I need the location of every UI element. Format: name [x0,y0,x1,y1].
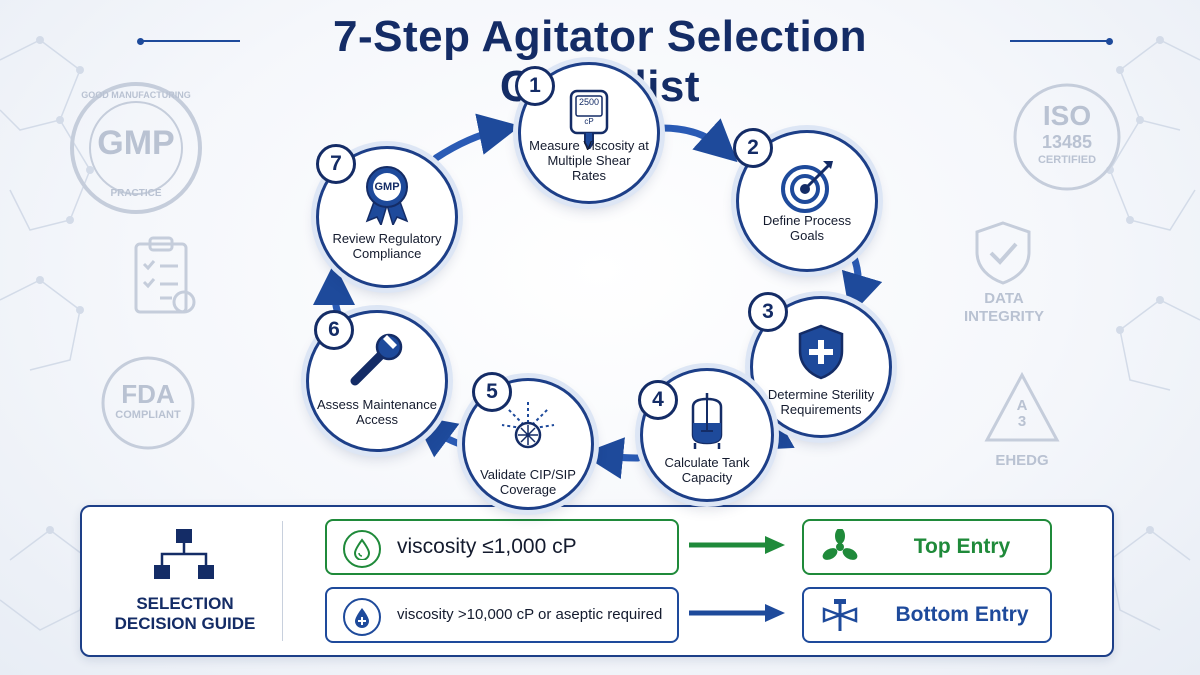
step-6-label: Assess Maintenance Access [317,397,437,427]
viscometer-icon: 2500 cP [521,89,657,149]
step-5-label: Validate CIP/SIP Coverage [480,467,576,497]
result-top-entry[interactable]: Top Entry [802,519,1052,575]
step-2-label: Define Process Goals [762,213,852,243]
iso-mark: ISO 13485 CERTIFIED [1012,82,1122,192]
fda-mark: FDA COMPLIANT [100,355,196,451]
condition-2-text: viscosity >10,000 cP or aseptic required [397,606,663,623]
propeller-icon [822,529,858,560]
fda-main-text: FDA [121,379,175,409]
arrow-1-to-2 [658,118,738,163]
arrow-2-to-3 [841,248,883,317]
viscometer-reading: 2500 [578,97,600,107]
result-bottom-entry[interactable]: Bottom Entry [802,587,1052,643]
result-1-text: Top Entry [913,535,1011,558]
droplet-icon [343,530,381,568]
step-4-number: 4 [638,380,678,420]
step-3-number: 3 [748,292,788,332]
arrow-4-to-5 [581,437,642,479]
gmp-seal-main-text: GMP [97,124,175,162]
ehedg-badge-text: A 3 [1016,397,1028,430]
condition-1-text: viscosity ≤1,000 cP [397,535,577,558]
hierarchy-icon [154,529,214,579]
guide-title: SELECTION DECISION GUIDE [114,594,256,633]
arrow-right-green [689,536,785,554]
step-1-circle[interactable]: 2500 cP Measure Viscosity at Multiple Sh… [518,62,660,204]
result-2-text: Bottom Entry [895,603,1029,626]
iso-sub-text: CERTIFIED [1037,154,1097,166]
title-rule-left [137,37,240,45]
condition-row-1: viscosity ≤1,000 cP [325,519,679,575]
award-ribbon-icon: GMP [319,165,455,225]
step-1-number: 1 [515,66,555,106]
ehedg-label: EHEDG [995,452,1049,469]
step-1-label: Measure Viscosity at Multiple Shear Rate… [529,138,649,183]
arrow-5-to-6 [413,415,470,458]
step-5-number: 5 [472,372,512,412]
shield-cross-icon [753,323,889,381]
gmp-seal-bottom-text: PRACTICE [110,188,162,199]
step-7-label: Review Regulatory Compliance [332,231,442,261]
wrench-icon [309,331,445,389]
viscometer-unit: cP [584,117,594,126]
spray-ball-icon [465,395,591,453]
shield-check-icon [975,221,1031,285]
gmp-seal-top-text: GOOD MANUFACTURING [81,90,191,100]
target-icon [739,157,875,215]
iso-main-text: ISO [1042,100,1092,131]
arrow-right-blue [689,604,785,622]
data-integrity-text: DATA INTEGRITY [963,290,1044,325]
step-6-number: 6 [314,310,354,350]
gmp-seal-mark: GOOD MANUFACTURING GMP PRACTICE [66,78,206,218]
bottom-impeller-icon [822,599,858,631]
selection-decision-guide: SELECTION DECISION GUIDE viscosity ≤1,00… [80,505,1114,657]
step-7-number: 7 [316,144,356,184]
arrow-7-to-1 [432,113,521,162]
clipboard-icon [134,236,196,314]
step-2-number: 2 [733,128,773,168]
iso-number-text: 13485 [1041,132,1093,152]
title-rule-right [1010,37,1113,45]
guide-divider [282,521,283,641]
step-3-label: Determine Sterility Requirements [767,387,875,417]
condition-row-2: viscosity >10,000 cP or aseptic required [325,587,679,643]
droplet-plus-icon [343,598,381,636]
title-bar: 7-Step Agitator Selection Checklist [0,8,1200,111]
fda-sub-text: COMPLIANT [115,409,181,421]
award-seal-text: GMP [374,181,400,193]
tank-icon [643,391,771,449]
step-4-label: Calculate Tank Capacity [664,455,750,485]
ehedg-triangle-icon [984,372,1060,442]
